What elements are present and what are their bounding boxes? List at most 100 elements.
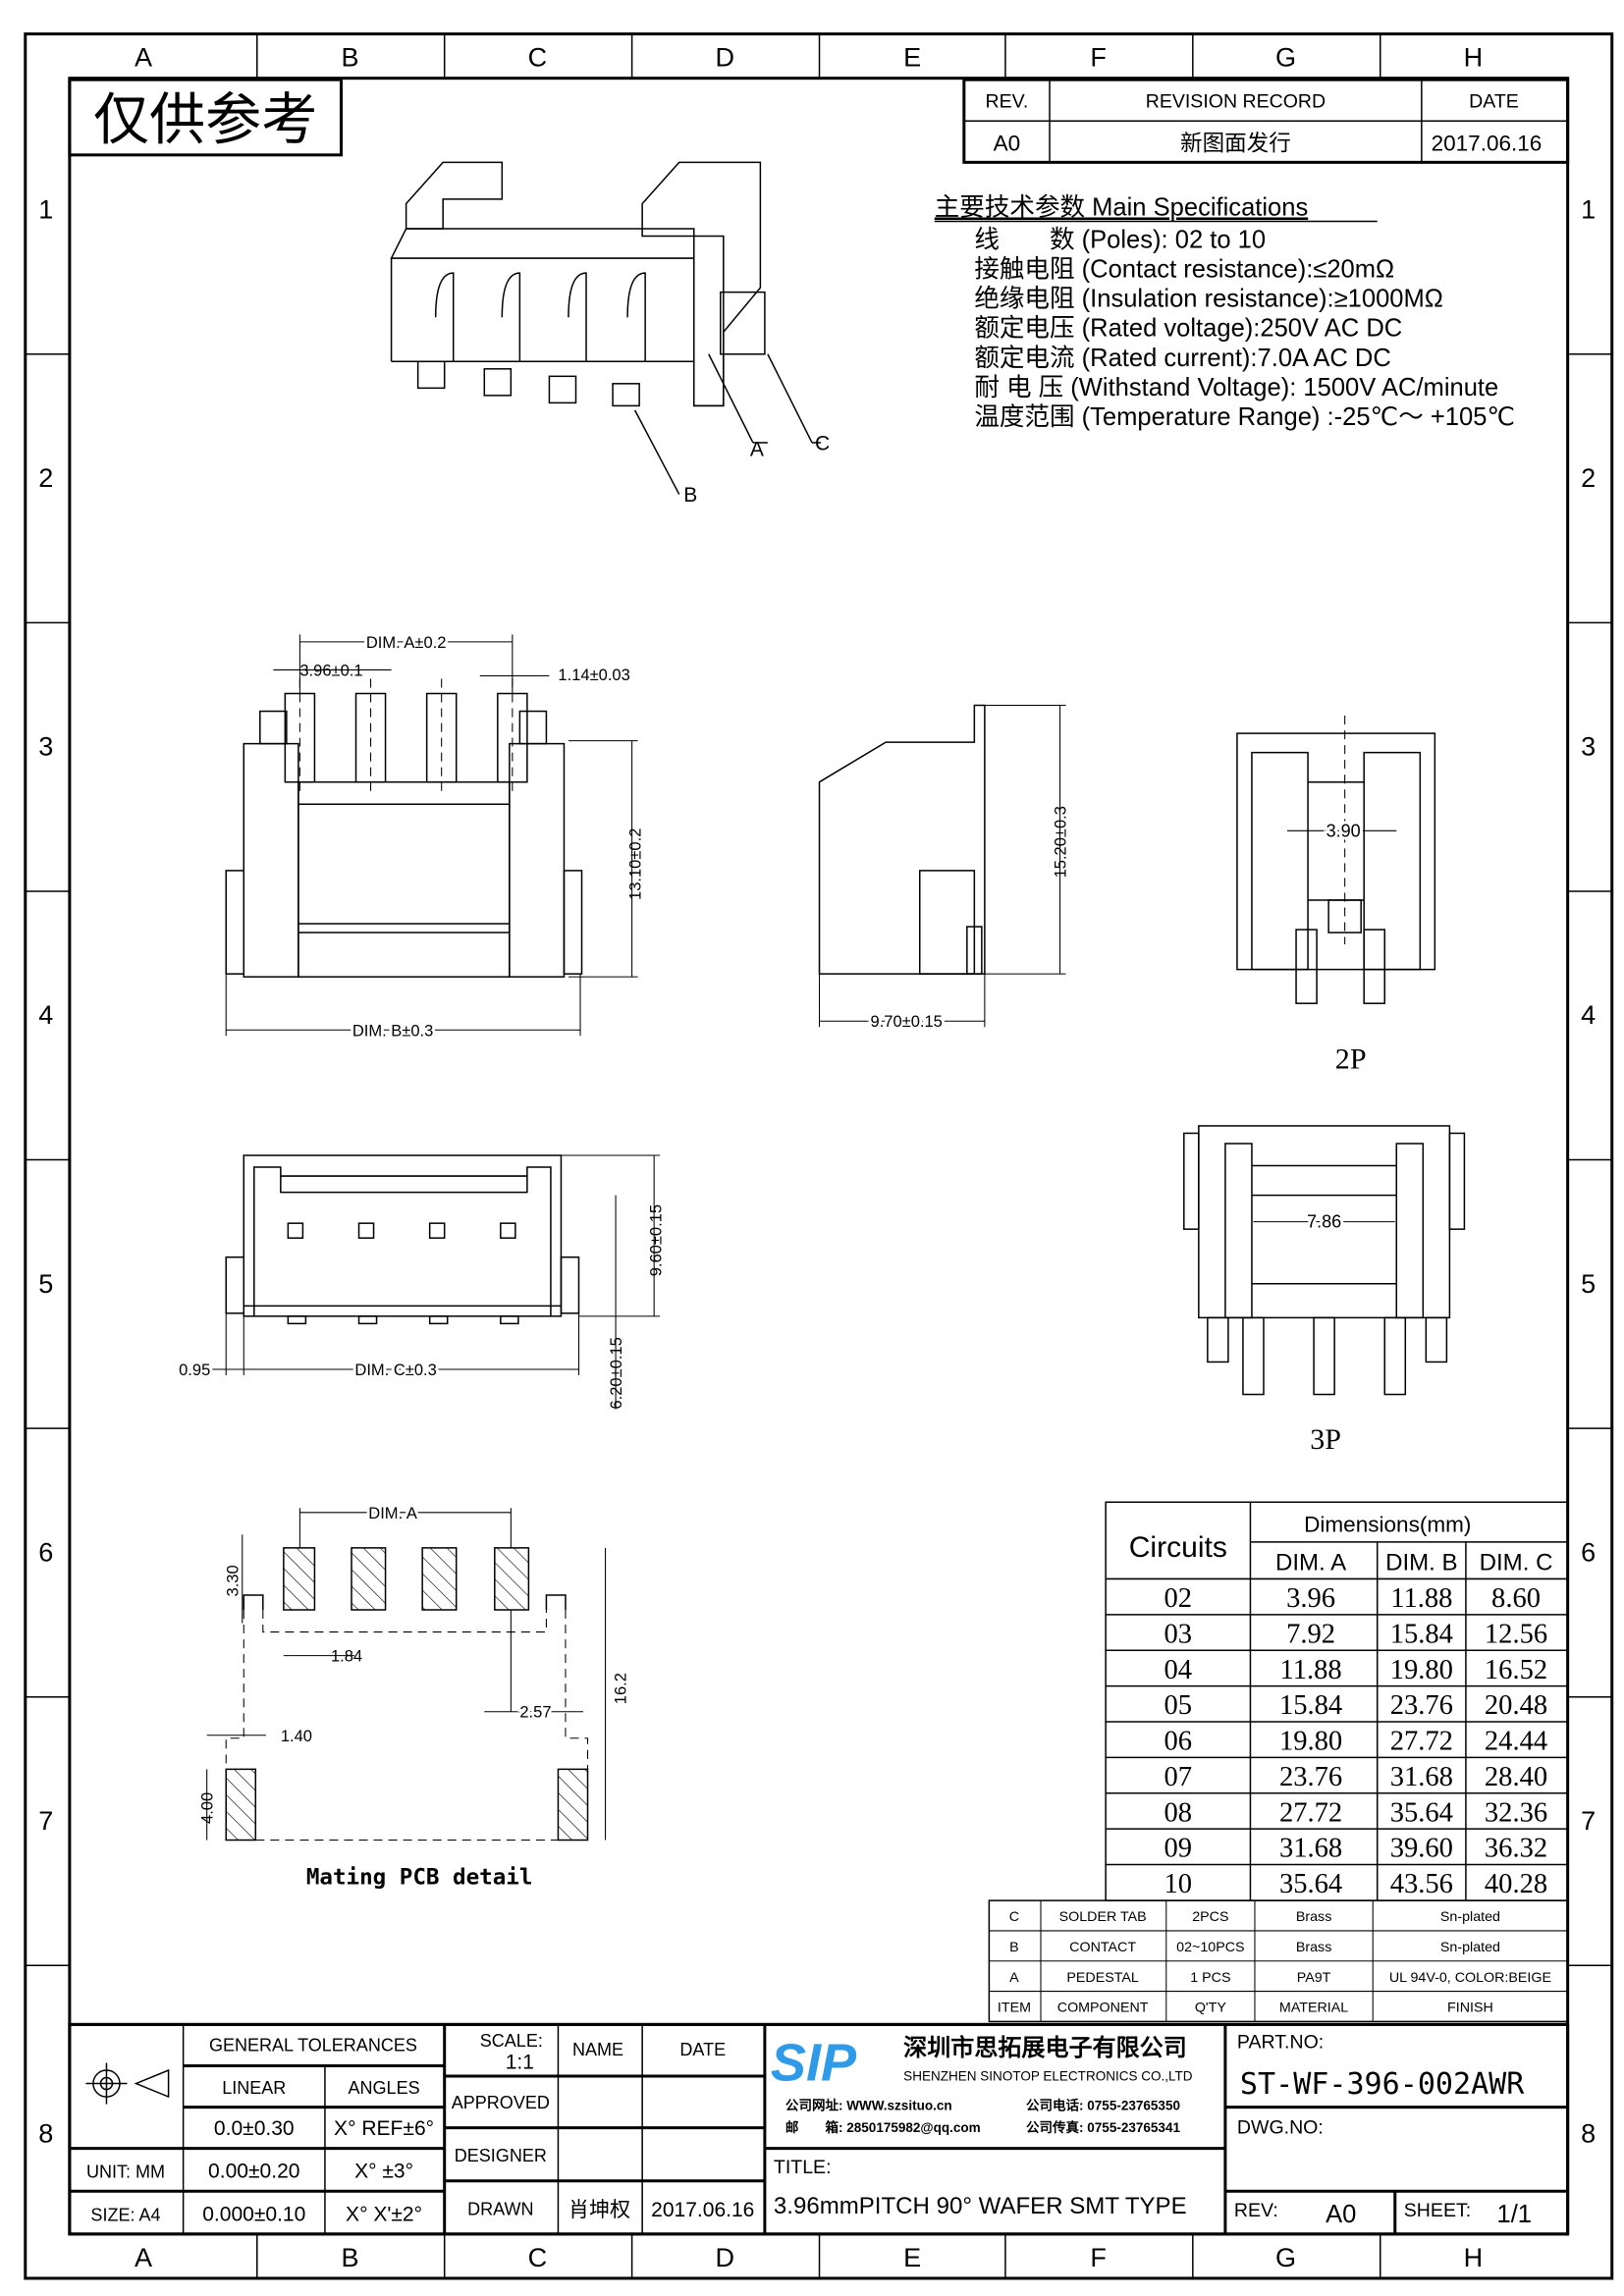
dimension-cell: 3.96 bbox=[1286, 1583, 1335, 1614]
circuit-count-cell: 09 bbox=[1164, 1834, 1193, 1864]
grid-col-g-bottom: G bbox=[1275, 2243, 1296, 2272]
pcb-pad-width: 1.84 bbox=[331, 1647, 362, 1666]
spec-poles: 线 数 (Poles): 02 to 10 bbox=[974, 227, 1266, 254]
front-pin-width: 1.14±0.03 bbox=[558, 666, 629, 684]
main-specifications: 主要技术参数 Main Specifications 线 数 (Poles): … bbox=[934, 193, 1515, 431]
spec-rated-voltage: 额定电压 (Rated voltage):250V AC DC bbox=[974, 315, 1402, 343]
pcb-total: 16.2 bbox=[612, 1673, 630, 1704]
dimension-cell: 19.80 bbox=[1279, 1727, 1342, 1757]
name-header: NAME bbox=[572, 2040, 623, 2059]
dimension-cell: 32.36 bbox=[1485, 1797, 1547, 1828]
revision-date-value: 2017.06.16 bbox=[1432, 131, 1543, 155]
drawn-date: 2017.06.16 bbox=[651, 2199, 754, 2221]
revision-record-value: 新图面发行 bbox=[1180, 131, 1291, 155]
grid-row-8: 8 bbox=[38, 2119, 53, 2149]
dimension-cell: 36.32 bbox=[1485, 1834, 1547, 1864]
size-label: SIZE: A4 bbox=[90, 2205, 160, 2224]
grid-col-b-bottom: B bbox=[341, 2243, 358, 2272]
company-phone: 公司电话: 0755-23765350 bbox=[1026, 2098, 1180, 2113]
bom-cell: A bbox=[1009, 1970, 1019, 1986]
grid-col-d-bottom: D bbox=[716, 2243, 735, 2272]
dimension-cell: 35.64 bbox=[1279, 1869, 1342, 1899]
bom-cell: SOLDER TAB bbox=[1059, 1909, 1147, 1925]
2p-label: 2P bbox=[1335, 1041, 1367, 1075]
dimensions-table: Circuits Dimensions(mm) DIM. A DIM. B DI… bbox=[1105, 1501, 1569, 1901]
revision-record-table: REV. REVISION RECORD DATE A0 新图面发行 2017.… bbox=[962, 78, 1570, 164]
date-header-title: DATE bbox=[679, 2040, 726, 2059]
grid-row-7-right: 7 bbox=[1581, 1806, 1596, 1836]
bom-header-cell: ITEM bbox=[998, 2001, 1031, 2016]
grid-col-f: F bbox=[1090, 43, 1107, 73]
drawing-title: 3.96mmPITCH 90° WAFER SMT TYPE bbox=[774, 2193, 1187, 2219]
bom-header-cell: FINISH bbox=[1447, 2001, 1493, 2016]
pcb-dim-a: DIM. A bbox=[368, 1504, 417, 1522]
company-logo: SIP bbox=[771, 2034, 857, 2093]
dimension-cell: 20.48 bbox=[1485, 1690, 1547, 1721]
grid-col-e: E bbox=[903, 43, 921, 73]
bom-header-cell: COMPONENT bbox=[1057, 2001, 1149, 2016]
callout-b: B bbox=[683, 484, 697, 507]
dimension-cell: 11.88 bbox=[1280, 1655, 1342, 1685]
approved-label: APPROVED bbox=[452, 2093, 550, 2112]
side-depth: 9.70±0.15 bbox=[871, 1012, 943, 1031]
grid-row-2-right: 2 bbox=[1581, 463, 1596, 493]
grid-col-c: C bbox=[528, 43, 548, 73]
circuit-count-cell: 04 bbox=[1164, 1655, 1193, 1685]
tol-angle-3: X° X'±2° bbox=[346, 2203, 422, 2225]
dimension-cell: 12.56 bbox=[1485, 1619, 1547, 1649]
bom-cell: UL 94V-0, COLOR:BEIGE bbox=[1389, 1970, 1551, 1986]
circuits-header: Circuits bbox=[1129, 1531, 1227, 1564]
dimension-cell: 35.64 bbox=[1390, 1797, 1453, 1828]
top-height: 9.60±0.15 bbox=[647, 1204, 666, 1276]
spec-insulation-resistance: 绝缘电阻 (Insulation resistance):≥1000MΩ bbox=[974, 286, 1443, 313]
pcb-caption: Mating PCB detail bbox=[306, 1865, 533, 1891]
title-label: TITLE: bbox=[774, 2157, 832, 2178]
rev-number: A0 bbox=[1326, 2201, 1356, 2228]
dimension-cell: 24.44 bbox=[1485, 1727, 1547, 1757]
grid-row-6-right: 6 bbox=[1581, 1537, 1596, 1567]
dwg-no-label: DWG.NO: bbox=[1237, 2117, 1324, 2139]
circuit-count-cell: 06 bbox=[1164, 1727, 1193, 1757]
grid-col-e-bottom: E bbox=[903, 2243, 921, 2272]
general-tolerances-label: GENERAL TOLERANCES bbox=[209, 2035, 417, 2055]
bom-cell: C bbox=[1009, 1909, 1019, 1925]
bom-cell: 1 PCS bbox=[1190, 1970, 1230, 1986]
dimension-cell: 15.84 bbox=[1279, 1690, 1342, 1721]
circuit-count-cell: 02 bbox=[1164, 1583, 1193, 1614]
circuit-count-cell: 10 bbox=[1164, 1869, 1193, 1899]
grid-row-2: 2 bbox=[38, 463, 53, 493]
spec-temperature-range: 温度范围 (Temperature Range) :-25℃～ +105℃ bbox=[974, 403, 1515, 431]
3p-label: 3P bbox=[1310, 1422, 1341, 1456]
top-dim-c: DIM. C±0.3 bbox=[354, 1361, 436, 1379]
grid-col-g: G bbox=[1275, 43, 1296, 73]
circuit-count-cell: 03 bbox=[1164, 1619, 1193, 1649]
grid-col-h-bottom: H bbox=[1464, 2243, 1484, 2272]
view-2p bbox=[1236, 716, 1436, 1004]
title-block: GENERAL TOLERANCES LINEAR ANGLES 0.0±0.3… bbox=[68, 2022, 1570, 2236]
dimension-cell: 27.72 bbox=[1390, 1727, 1453, 1757]
date-header: DATE bbox=[1469, 91, 1519, 113]
dimension-cell: 31.68 bbox=[1390, 1762, 1453, 1792]
grid-row-4-right: 4 bbox=[1581, 1000, 1596, 1030]
rev-value: A0 bbox=[994, 131, 1021, 155]
grid-row-4: 4 bbox=[38, 1000, 53, 1030]
dimension-cell: 7.92 bbox=[1286, 1619, 1335, 1649]
designer-label: DESIGNER bbox=[455, 2146, 547, 2165]
dimension-cell: 16.52 bbox=[1485, 1655, 1547, 1685]
company-name-cn: 深圳市思拓展电子有限公司 bbox=[903, 2034, 1187, 2061]
top-pin-length: 6.20±0.15 bbox=[607, 1337, 625, 1409]
dimension-cell: 43.56 bbox=[1390, 1869, 1453, 1899]
bom-cell: Sn-plated bbox=[1440, 1909, 1500, 1925]
pcb-tab-offset: 2.57 bbox=[519, 1703, 551, 1722]
circuit-count-cell: 08 bbox=[1164, 1797, 1193, 1828]
bom-header-cell: Q'TY bbox=[1195, 2001, 1227, 2016]
bom-cell: Sn-plated bbox=[1440, 1940, 1500, 1955]
bom-header-cell: MATERIAL bbox=[1279, 2001, 1348, 2016]
front-dim-a: DIM. A±0.2 bbox=[366, 633, 447, 652]
company-fax: 公司传真: 0755-23765341 bbox=[1026, 2119, 1181, 2135]
grid-row-7: 7 bbox=[38, 1806, 53, 1836]
bom-cell: CONTACT bbox=[1069, 1940, 1136, 1955]
dimension-cell: 19.80 bbox=[1390, 1655, 1453, 1685]
